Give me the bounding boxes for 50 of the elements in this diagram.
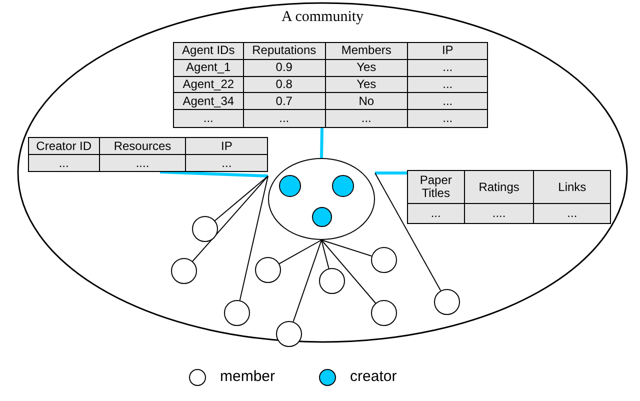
table-cell: ... [186, 155, 268, 172]
data-table [173, 42, 488, 128]
table-cell: ... [408, 93, 488, 110]
table-cell: ... [174, 110, 244, 128]
table-cell: 0.9 [244, 60, 326, 77]
connector-line [320, 128, 324, 158]
table-cell: Agent_1 [174, 60, 244, 77]
data-table [28, 137, 268, 172]
table-cell: ... [408, 76, 488, 94]
link-line [214, 176, 268, 222]
column-header: Agent IDs [174, 43, 244, 60]
column-header: Resources [100, 138, 186, 156]
connector-line [375, 172, 407, 174]
link-line [321, 240, 330, 269]
table-cell: Yes [326, 76, 408, 94]
table-cell: 0.8 [244, 76, 326, 94]
column-header: IP [186, 138, 268, 156]
link-line [321, 240, 376, 304]
link-line [321, 240, 372, 257]
table-cell: No [326, 93, 408, 110]
table-cell: Agent_34 [174, 93, 244, 110]
link-line [374, 172, 442, 292]
column-header: Members [326, 43, 408, 60]
table-cell: ... [408, 110, 488, 128]
data-table [407, 170, 611, 224]
table-cell: ... [29, 155, 100, 172]
column-header: Creator ID [29, 138, 100, 156]
table-cell: ... [408, 60, 488, 77]
legend-label: member [220, 367, 276, 387]
column-header: IP [408, 43, 488, 60]
column-header: Ratings [464, 171, 534, 204]
table-cell: ... [244, 110, 326, 128]
link-line [278, 240, 322, 264]
link-line [239, 176, 268, 301]
table-cell: ... [534, 204, 611, 224]
table-cell: Yes [326, 60, 408, 77]
connector-line [160, 170, 268, 178]
table-cell: .... [100, 155, 186, 172]
column-header: Reputations [244, 43, 326, 60]
table-cell: ... [326, 110, 408, 128]
legend-label: creator [350, 367, 397, 387]
table-cell: .... [464, 204, 534, 224]
link-line [192, 176, 268, 262]
table-cell: 0.7 [244, 93, 326, 110]
diagram-heading: A community [281, 8, 364, 27]
link-line [292, 240, 322, 322]
column-header: Paper Titles [408, 171, 465, 204]
column-header: Links [534, 171, 611, 204]
table-cell: ... [408, 204, 465, 224]
table-cell: Agent_22 [174, 76, 244, 94]
